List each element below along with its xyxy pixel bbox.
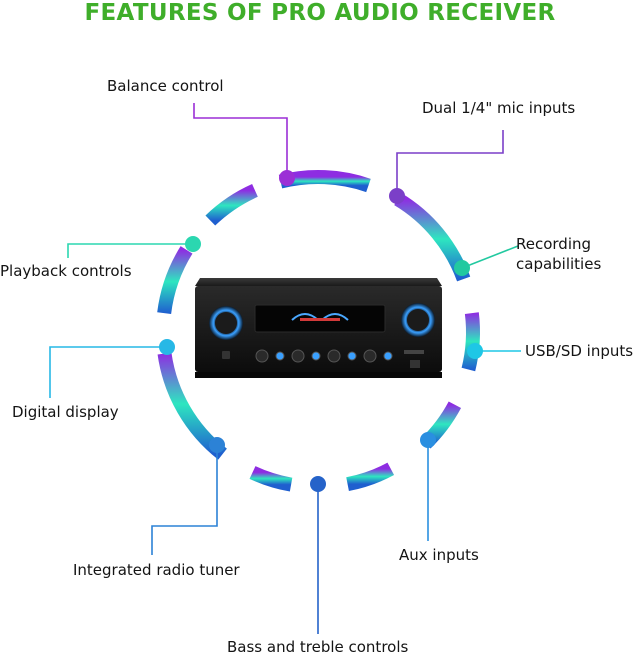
feature-dot-radio bbox=[209, 437, 225, 453]
ring-segment bbox=[346, 462, 395, 492]
leader-lines bbox=[49, 103, 521, 634]
leader-line-recording bbox=[461, 245, 519, 269]
ring-segment bbox=[394, 193, 471, 282]
receiver-device-image bbox=[195, 278, 442, 378]
feature-dot-usb bbox=[467, 343, 483, 359]
leader-line-radio bbox=[151, 445, 218, 555]
leader-line-display bbox=[49, 346, 167, 398]
leader-line-mic bbox=[396, 130, 504, 196]
feature-dot-playback bbox=[185, 236, 201, 252]
page-title: FEATURES OF PRO AUDIO RECEIVER bbox=[84, 0, 556, 26]
feature-label-aux: Aux inputs bbox=[399, 546, 479, 564]
feature-dot-aux bbox=[420, 432, 436, 448]
feature-dot-bass bbox=[310, 476, 326, 492]
feature-dot-recording bbox=[454, 260, 470, 276]
feature-label-usb: USB/SD inputs bbox=[525, 342, 634, 360]
ring-segment bbox=[157, 246, 193, 315]
feature-dot-display bbox=[159, 339, 175, 355]
ring-segment bbox=[461, 312, 480, 372]
feature-label-recording: Recording capabilities bbox=[516, 235, 602, 273]
feature-label-display: Digital display bbox=[12, 403, 119, 421]
feature-label-balance: Balance control bbox=[107, 77, 224, 95]
feature-dot-mic bbox=[389, 188, 405, 204]
leader-line-playback bbox=[67, 243, 193, 258]
feature-label-playback: Playback controls bbox=[0, 262, 132, 280]
ring-segment bbox=[205, 184, 258, 226]
feature-dot-balance bbox=[279, 170, 295, 186]
feature-label-bass: Bass and treble controls bbox=[227, 638, 409, 656]
feature-label-mic: Dual 1/4" mic inputs bbox=[422, 99, 576, 117]
ring-segment bbox=[249, 466, 293, 492]
feature-label-radio: Integrated radio tuner bbox=[73, 561, 240, 579]
leader-line-balance bbox=[193, 103, 288, 178]
feature-dots bbox=[159, 170, 483, 492]
